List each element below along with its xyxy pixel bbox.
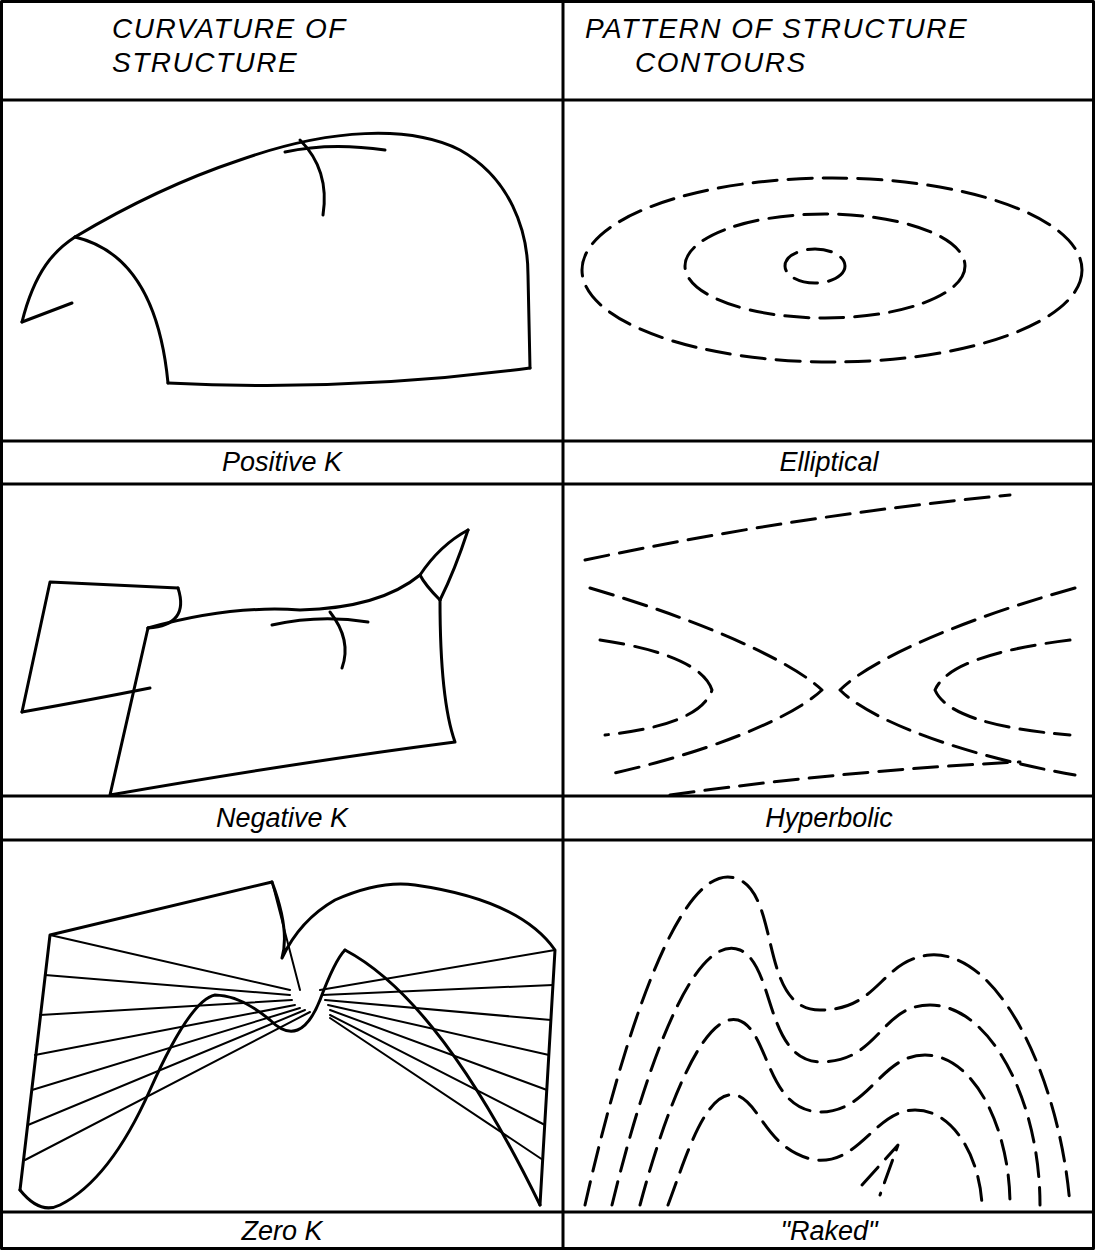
raked-contours — [585, 877, 1070, 1205]
saddle-surface — [22, 530, 468, 795]
column-header: PATTERN OF STRUCTURE CONTOURS — [585, 12, 1095, 80]
elliptical-contours — [582, 178, 1082, 362]
row-label: "Raked" — [780, 1218, 877, 1245]
row-label: Elliptical — [779, 449, 878, 476]
column-header: CURVATURE OF STRUCTURE — [112, 12, 512, 80]
row-label: Positive K — [222, 449, 342, 476]
dome-surface — [22, 133, 530, 385]
row-label: Hyperbolic — [765, 805, 893, 832]
hyperbolic-contours — [585, 495, 1075, 795]
ruled-surface — [20, 882, 555, 1208]
row-label: Zero K — [241, 1218, 322, 1245]
row-label: Negative K — [216, 805, 348, 832]
